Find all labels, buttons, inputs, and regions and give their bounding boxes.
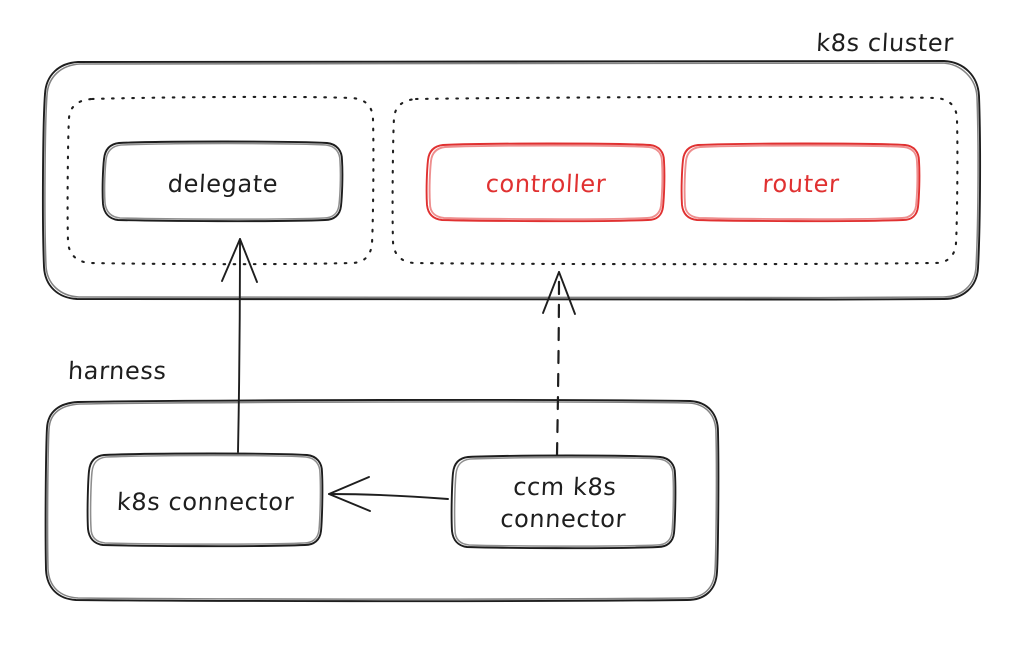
- node-ccm-k8s-connector[interactable]: [450, 454, 677, 550]
- node-k8s-connector[interactable]: [86, 452, 324, 548]
- arrow-ccm-to-services[interactable]: [542, 271, 576, 457]
- group-delegate[interactable]: [66, 95, 375, 266]
- arrow-ccm-to-connector[interactable]: [328, 476, 449, 512]
- node-controller[interactable]: [425, 142, 666, 223]
- container-harness[interactable]: [44, 398, 720, 603]
- node-router[interactable]: [680, 142, 921, 223]
- group-services[interactable]: [391, 95, 959, 266]
- node-delegate[interactable]: [101, 140, 344, 223]
- arrow-connector-to-delegate[interactable]: [221, 238, 258, 453]
